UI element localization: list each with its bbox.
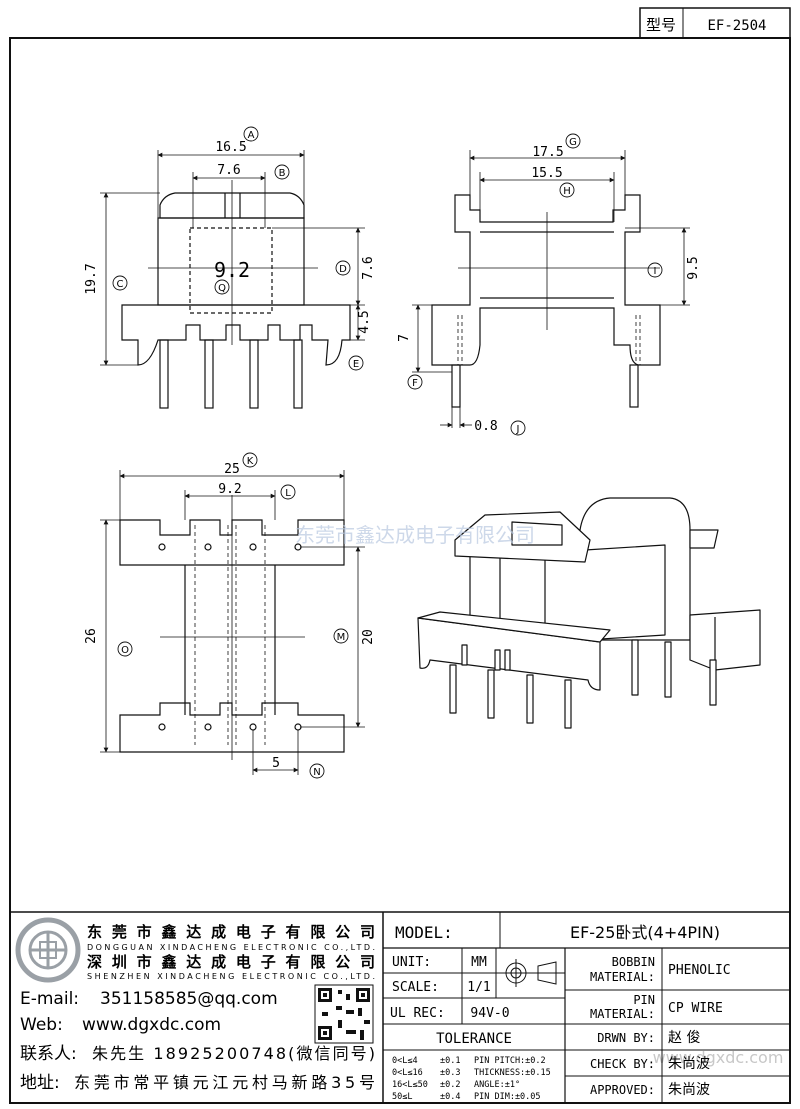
tb-ulrec-label: UL REC: — [390, 1006, 445, 1021]
dim-f: 7 — [397, 334, 412, 342]
tb-pin-label-1: PIN — [633, 993, 655, 1007]
company-name-en-1: DONGGUAN XINDACHENG ELECTRONIC CO.,LTD. — [87, 943, 375, 952]
svg-text:J: J — [516, 424, 520, 435]
email-label: E-mail: — [20, 989, 79, 1009]
dim-g: 17.5 — [532, 145, 563, 160]
dim-a: 16.5 — [215, 140, 246, 155]
header-model-label: 型号 — [646, 16, 676, 34]
tb-bobbin-label-2: MATERIAL: — [590, 970, 655, 984]
tb-ulrec-value: 94V-0 — [470, 1006, 509, 1021]
svg-text:±0.2: ±0.2 — [440, 1080, 460, 1090]
email-value: 351158585@qq.com — [100, 989, 278, 1009]
tolerance-table: 0<L≤4 ±0.1 PIN PITCH:±0.2 0<L≤16 ±0.3 TH… — [392, 1056, 551, 1102]
web-value: www.dgxdc.com — [82, 1015, 221, 1035]
tb-bobbin-label-1: BOBBIN — [612, 955, 655, 969]
dim-l: 9.2 — [218, 482, 241, 497]
web-label: Web: — [20, 1015, 63, 1035]
svg-text:Q: Q — [218, 283, 226, 294]
dim-i: 9.5 — [686, 256, 701, 279]
company-name-cn-2: 深圳市鑫达成电子有限公司 — [87, 953, 375, 971]
svg-text:F: F — [412, 378, 418, 389]
dim-m: 20 — [361, 629, 376, 645]
dim-c: 19.7 — [84, 263, 99, 294]
side-view — [431, 194, 661, 408]
tb-approved-value: 朱尚波 — [668, 1082, 710, 1098]
tb-approved-label: APPROVED: — [590, 1083, 655, 1097]
svg-text:O: O — [121, 645, 129, 656]
watermark-cn: 东莞市鑫达成电子有限公司 — [295, 523, 535, 547]
svg-text:H: H — [563, 186, 571, 197]
svg-text:ANGLE:±1°: ANGLE:±1° — [474, 1080, 520, 1090]
address-value: 东莞市常平镇元江元村马新路35号 — [74, 1073, 375, 1092]
svg-text:N: N — [313, 767, 320, 778]
svg-text:B: B — [279, 168, 286, 179]
side-markers: G H I F J — [407, 133, 663, 436]
front-markers: A B C D E Q — [112, 126, 364, 371]
svg-text:PIN DIM:±0.05: PIN DIM:±0.05 — [474, 1092, 541, 1102]
tb-check-label: CHECK BY: — [590, 1057, 655, 1071]
svg-text:0<L≤16: 0<L≤16 — [392, 1068, 423, 1078]
svg-text:0<L≤4: 0<L≤4 — [392, 1056, 418, 1066]
dim-e: 4.5 — [357, 310, 372, 333]
dim-o: 26 — [84, 628, 99, 644]
dim-b: 7.6 — [217, 163, 240, 178]
contact-label: 联系人: — [20, 1044, 77, 1064]
svg-text:L: L — [285, 488, 291, 499]
svg-text:A: A — [248, 130, 255, 141]
svg-text:C: C — [117, 279, 124, 290]
tb-drwn-value: 赵 俊 — [668, 1030, 700, 1046]
tb-pin-value: CP WIRE — [668, 1001, 723, 1016]
isometric-view — [417, 497, 761, 729]
company-name-en-2: SHENZHEN XINDACHENG ELECTRONIC CO.,LTD. — [87, 972, 375, 981]
svg-text:E: E — [353, 359, 359, 370]
tb-pin-label-2: MATERIAL: — [590, 1007, 655, 1021]
dim-k: 25 — [224, 462, 240, 477]
header-box — [639, 7, 791, 39]
tb-check-value: 朱尚波 — [668, 1056, 710, 1072]
tb-unit-value: MM — [471, 955, 487, 970]
svg-text:PIN PITCH:±0.2: PIN PITCH:±0.2 — [474, 1056, 546, 1066]
dim-n: 5 — [272, 756, 280, 771]
bottom-markers: K L O M N — [117, 452, 349, 779]
tb-scale-label: SCALE: — [392, 980, 439, 995]
tb-drwn-label: DRWN BY: — [597, 1031, 655, 1045]
svg-text:±0.4: ±0.4 — [440, 1092, 460, 1102]
svg-text:M: M — [337, 632, 346, 643]
svg-text:G: G — [569, 137, 577, 148]
svg-text:±0.1: ±0.1 — [440, 1056, 460, 1066]
tb-tolerance-label: TOLERANCE — [436, 1031, 512, 1047]
svg-text:THICKNESS:±0.15: THICKNESS:±0.15 — [474, 1068, 551, 1078]
svg-text:I: I — [654, 266, 657, 277]
company-name-cn-1: 东莞市鑫达成电子有限公司 — [87, 923, 375, 941]
tb-unit-label: UNIT: — [392, 955, 431, 970]
svg-text:±0.3: ±0.3 — [440, 1068, 460, 1078]
dim-center: 9.2 — [214, 258, 250, 282]
dim-j: 0.8 — [474, 419, 497, 434]
title-block-grid — [382, 912, 790, 1103]
tb-scale-value: 1/1 — [467, 980, 490, 995]
dim-h: 15.5 — [531, 166, 562, 181]
header-model-value: EF-2504 — [707, 18, 766, 34]
company-logo — [15, 917, 81, 983]
dim-d: 7.6 — [361, 256, 376, 279]
projection-symbol — [502, 959, 557, 987]
contact-value: 朱先生 18925200748(微信同号) — [92, 1044, 375, 1063]
svg-text:16<L≤50: 16<L≤50 — [392, 1080, 428, 1090]
svg-text:50≤L: 50≤L — [392, 1092, 412, 1102]
tb-bobbin-value: PHENOLIC — [668, 963, 731, 978]
tb-model-value: EF-25卧式(4+4PIN) — [570, 923, 720, 942]
qr-code — [314, 984, 374, 1044]
tb-model-label: MODEL: — [395, 923, 453, 942]
front-view — [121, 192, 351, 409]
outer-border — [9, 37, 791, 1104]
svg-text:D: D — [339, 264, 347, 275]
svg-text:K: K — [247, 456, 254, 467]
watermark-url: www.dgxdc.com — [653, 1048, 784, 1067]
address-label: 地址: — [20, 1073, 60, 1093]
